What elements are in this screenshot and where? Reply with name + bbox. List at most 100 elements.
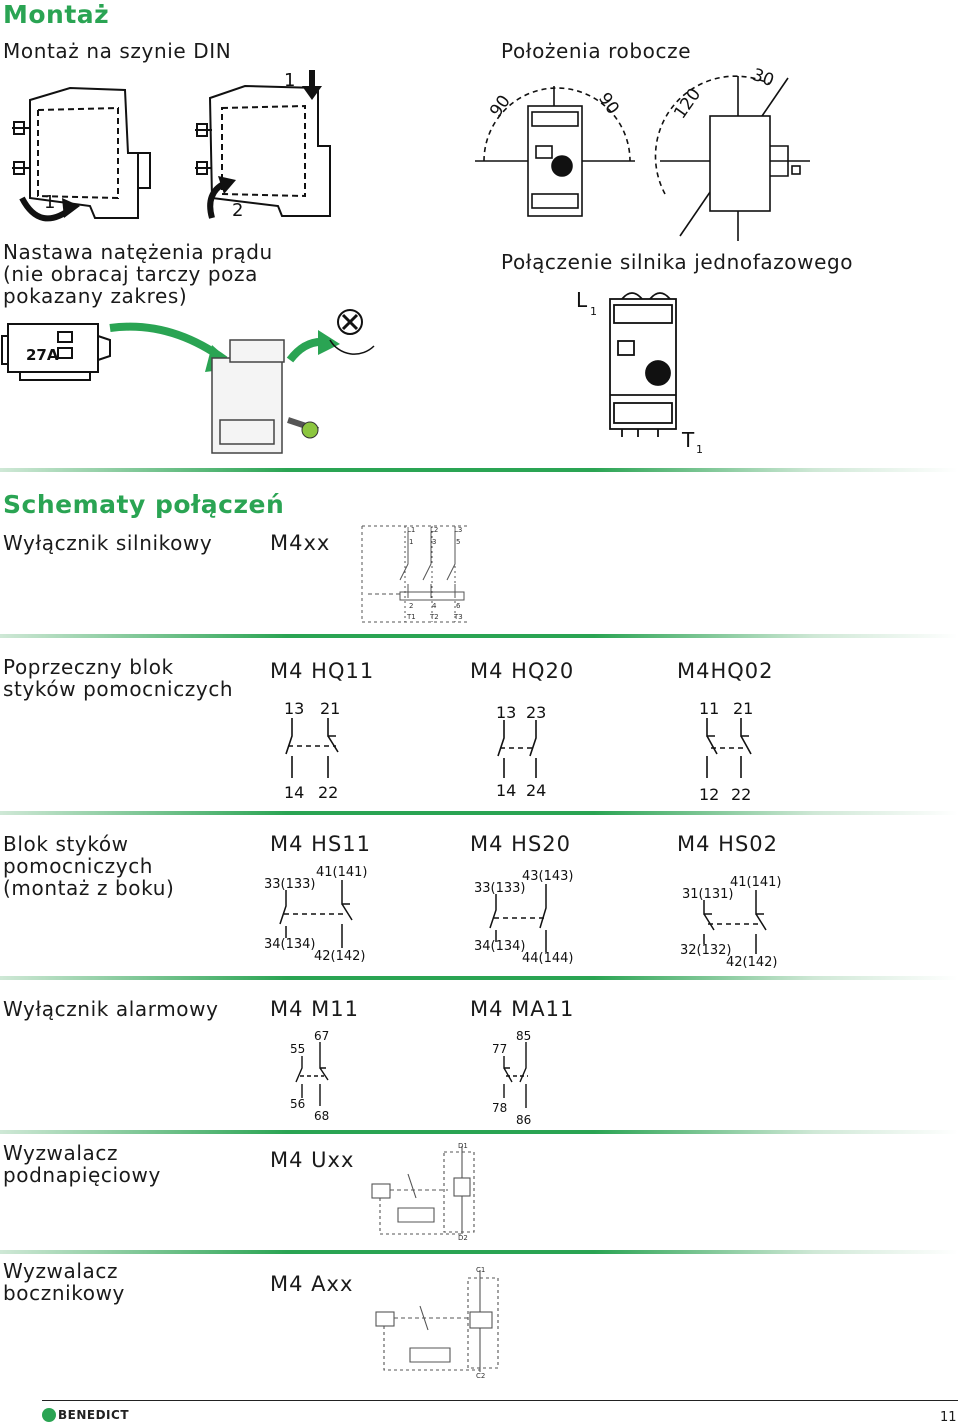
svg-text:5: 5 xyxy=(456,538,460,546)
separator xyxy=(0,634,958,638)
svg-text:3: 3 xyxy=(432,538,436,546)
row-label-alarm-switch: Wyłącznik alarmowy xyxy=(3,997,219,1021)
current-setting-illustration: 27A xyxy=(1,309,375,454)
hq20-diagram: 13 23 14 24 xyxy=(496,703,546,800)
model-m4-axx: M4 Axx xyxy=(270,1272,354,1296)
svg-text:T2: T2 xyxy=(429,613,439,621)
step-1-text: 1 xyxy=(44,192,55,213)
svg-text:T1: T1 xyxy=(406,613,416,621)
undervoltage-diagram: D1 D2 xyxy=(371,1142,475,1242)
row-label-motor-breaker: Wyłącznik silnikowy xyxy=(3,531,213,555)
angle-90-left: 90 xyxy=(486,92,515,121)
model-m4-hs02: M4 HS02 xyxy=(677,832,778,856)
svg-text:32(132): 32(132) xyxy=(680,943,732,958)
separator xyxy=(0,468,958,472)
model-m4-m11: M4 M11 xyxy=(270,997,359,1021)
current-setting-label: Nastawa natężenia prądu (nie obracaj tar… xyxy=(3,240,273,308)
hq11-diagram: 13 21 14 22 xyxy=(284,699,340,802)
din-rail-label: Montaż na szynie DIN xyxy=(3,39,232,63)
svg-text:44(144): 44(144) xyxy=(522,951,574,966)
model-m4-uxx: M4 Uxx xyxy=(270,1148,355,1172)
svg-text:33(133): 33(133) xyxy=(264,877,316,892)
l1-sub: 1 xyxy=(590,305,597,318)
footer-rule xyxy=(42,1400,958,1401)
model-m4-hq20: M4 HQ20 xyxy=(470,659,575,683)
svg-text:23: 23 xyxy=(526,703,546,722)
model-m4xx: M4xx xyxy=(270,531,331,555)
svg-text:12: 12 xyxy=(699,785,719,804)
angle-30: 30 xyxy=(749,65,776,91)
benedict-logo-icon xyxy=(42,1408,56,1422)
svg-text:34(134): 34(134) xyxy=(264,937,316,952)
l1-label: L xyxy=(576,288,588,312)
working-positions-label: Położenia robocze xyxy=(501,39,692,63)
svg-text:56: 56 xyxy=(290,1097,305,1111)
section-title-schematy: Schematy połączeń xyxy=(3,490,285,519)
hq02-diagram: 11 21 12 22 xyxy=(699,699,753,804)
shunt-diagram: C1 C2 xyxy=(375,1266,499,1380)
model-m4-hs11: M4 HS11 xyxy=(270,832,371,856)
separator xyxy=(0,1250,958,1254)
svg-text:42(142): 42(142) xyxy=(314,949,366,964)
footer-logo: BENEDICT xyxy=(42,1408,129,1422)
svg-text:6: 6 xyxy=(456,602,461,610)
svg-text:13: 13 xyxy=(496,703,516,722)
svg-text:C1: C1 xyxy=(476,1266,485,1274)
page-number: 11 xyxy=(940,1410,957,1425)
svg-text:D2: D2 xyxy=(458,1234,468,1242)
angle-120: 120 xyxy=(670,85,705,123)
din-mounting-illustration: 1 2 1 xyxy=(12,70,331,222)
svg-text:L2: L2 xyxy=(430,526,438,534)
svg-text:86: 86 xyxy=(516,1113,531,1127)
motor-breaker-diagram: L1 L2 L3 1 3 5 2 4 6 T1 T2 T3 xyxy=(361,525,470,623)
svg-text:55: 55 xyxy=(290,1042,305,1056)
current-value-text: 27A xyxy=(26,346,59,364)
svg-text:C2: C2 xyxy=(476,1372,485,1380)
t1-sub: 1 xyxy=(696,443,703,456)
svg-text:14: 14 xyxy=(284,783,304,802)
svg-text:22: 22 xyxy=(318,783,338,802)
step-2-text: 2 xyxy=(232,200,243,221)
svg-text:41(141): 41(141) xyxy=(316,865,368,880)
svg-text:31(131): 31(131) xyxy=(682,887,734,902)
working-positions-illustration: 90 90 120 30 xyxy=(475,65,810,241)
svg-text:L1: L1 xyxy=(407,526,415,534)
hs11-diagram: 33(133) 41(141) 34(134) 42(142) xyxy=(264,865,368,964)
hs20-diagram: 33(133) 43(143) 34(134) 44(144) xyxy=(474,869,574,966)
svg-text:42(142): 42(142) xyxy=(726,955,778,970)
svg-text:21: 21 xyxy=(733,699,753,718)
separator xyxy=(0,976,958,980)
model-m4-ma11: M4 MA11 xyxy=(470,997,575,1021)
svg-text:4: 4 xyxy=(432,602,437,610)
single-phase-label: Połączenie silnika jednofazowego xyxy=(501,250,854,274)
svg-text:85: 85 xyxy=(516,1029,531,1043)
svg-text:77: 77 xyxy=(492,1042,507,1056)
t1-label: T xyxy=(681,428,695,452)
hs02-diagram: 31(131) 41(141) 32(132) 42(142) xyxy=(680,875,782,970)
svg-text:22: 22 xyxy=(731,785,751,804)
row-label-undervoltage-release: Wyzwalacz podnapięciowy xyxy=(3,1141,161,1187)
svg-text:34(134): 34(134) xyxy=(474,939,526,954)
svg-text:11: 11 xyxy=(699,699,719,718)
separator xyxy=(0,811,958,815)
svg-text:41(141): 41(141) xyxy=(730,875,782,890)
svg-text:T3: T3 xyxy=(453,613,463,621)
section-title-montaz: Montaż xyxy=(3,0,110,29)
svg-text:24: 24 xyxy=(526,781,546,800)
svg-text:13: 13 xyxy=(284,699,304,718)
svg-text:78: 78 xyxy=(492,1101,507,1115)
separator xyxy=(0,1130,958,1134)
m11-diagram: 55 67 56 68 xyxy=(290,1029,329,1123)
svg-text:L3: L3 xyxy=(454,526,462,534)
single-phase-illustration: L 1 T 1 xyxy=(576,288,703,456)
row-label-transverse-block: Poprzeczny blok styków pomocniczych xyxy=(3,655,234,701)
angle-90-right: 90 xyxy=(594,89,623,118)
svg-text:2: 2 xyxy=(409,602,413,610)
svg-text:D1: D1 xyxy=(458,1142,468,1150)
row-label-shunt-release: Wyzwalacz bocznikowy xyxy=(3,1259,125,1305)
svg-text:68: 68 xyxy=(314,1109,329,1123)
svg-text:14: 14 xyxy=(496,781,516,800)
step-1b-text: 1 xyxy=(284,70,295,91)
row-label-side-block: Blok styków pomocniczych (montaż z boku) xyxy=(3,832,175,900)
model-m4-hq11: M4 HQ11 xyxy=(270,659,375,683)
